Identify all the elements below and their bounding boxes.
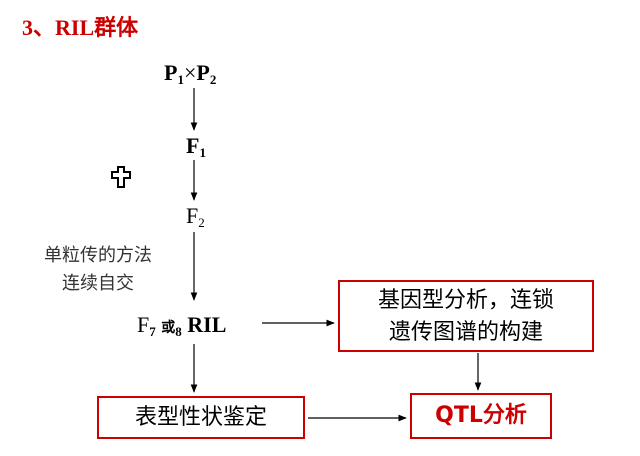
page-title: 3、RIL群体 <box>22 15 139 40</box>
selfing-cross-icon <box>111 166 131 188</box>
method-label: 单粒传的方法 连续自交 <box>24 242 172 298</box>
method-line-1: 单粒传的方法 <box>44 245 152 266</box>
phenotype-box: 表型性状鉴定 <box>97 396 305 439</box>
analysis-line-2: 遗传图谱的构建 <box>388 320 543 345</box>
generation-f1: F1 <box>186 133 206 160</box>
genotype-analysis-box: 基因型分析，连锁 遗传图谱的构建 <box>338 280 594 352</box>
ril-label: RIL <box>187 312 227 337</box>
generation-f2: F2 <box>186 203 205 230</box>
or-label: 或 <box>161 320 176 336</box>
parent-2: P2 <box>196 60 217 87</box>
parents-cross: P1×P2 <box>164 60 216 86</box>
generation-f7-8-ril: F7 或8 RIL <box>137 312 227 339</box>
qtl-analysis-box: QTL分析 <box>410 393 552 439</box>
parent-1: P1 <box>164 60 184 87</box>
cross-sign: × <box>183 60 197 85</box>
method-line-2: 连续自交 <box>62 273 134 294</box>
analysis-line-1: 基因型分析，连锁 <box>377 288 554 313</box>
